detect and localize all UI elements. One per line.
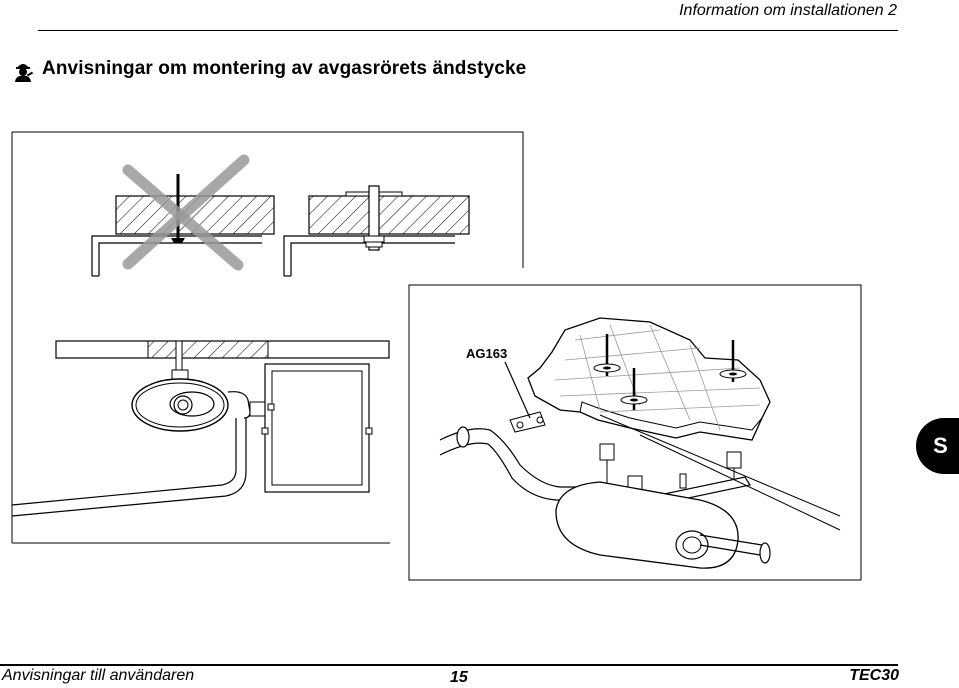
wrong-mounting-detail — [91, 154, 275, 277]
muffler-isometric-view: AG163 — [439, 317, 841, 569]
footer-divider — [0, 664, 898, 666]
page-number: 15 — [450, 669, 468, 686]
correct-mounting-detail — [283, 185, 470, 277]
header-divider — [38, 30, 898, 31]
bolt — [620, 368, 648, 410]
mechanic-icon — [15, 64, 34, 82]
bolt — [719, 340, 747, 382]
section-title: Anvisningar om montering av avgasrörets … — [42, 58, 527, 79]
footer-text: Anvisningar till användaren — [2, 667, 195, 684]
figure-frame-top — [12, 131, 524, 268]
figure-label: AG163 — [466, 346, 507, 361]
label-leader-line — [504, 361, 531, 419]
header-title: Information om installationen 2 — [679, 2, 897, 19]
bolt — [593, 334, 621, 376]
language-tab: S — [916, 418, 959, 474]
product-model: TEC30 — [849, 667, 899, 684]
muffler-side-view — [11, 340, 390, 517]
